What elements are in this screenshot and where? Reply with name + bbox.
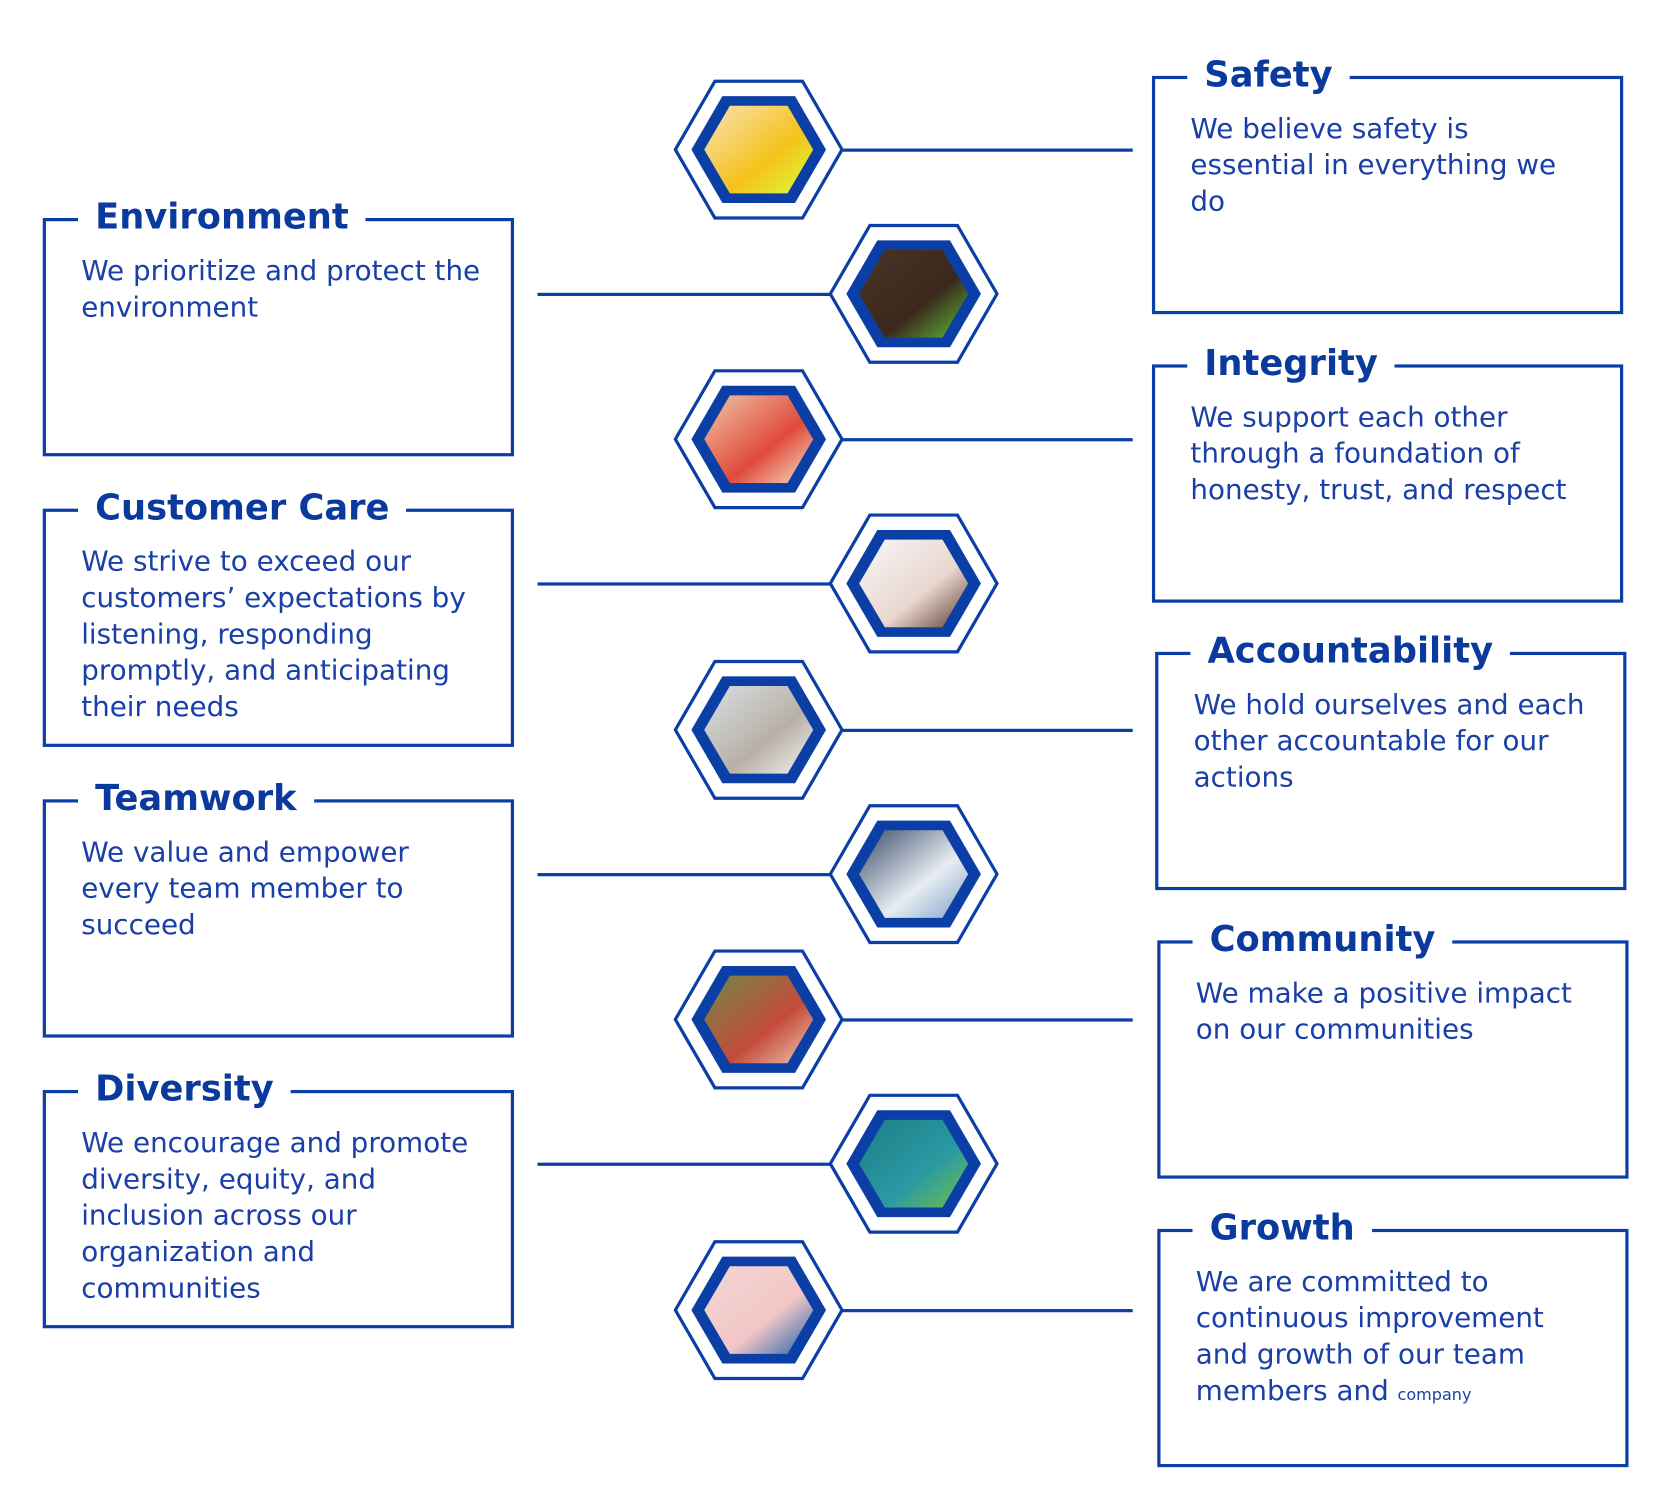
connector-line	[842, 728, 1133, 732]
plant-in-hands-hex-icon	[828, 223, 999, 364]
card-description: We believe safety is essential in everyt…	[1190, 113, 1557, 218]
documents-hex-icon	[673, 659, 844, 800]
value-card-customer-care: Customer Care We strive to exceed our cu…	[42, 486, 514, 747]
family-hex-icon	[673, 949, 844, 1090]
card-description: We prioritize and protect the environmen…	[81, 255, 481, 324]
card-description: We make a positive impact on our communi…	[1195, 977, 1572, 1047]
growth-chart-hex-icon	[673, 1240, 844, 1381]
card-description: We are committed to continuous improveme…	[1196, 1264, 1604, 1413]
connector-line	[537, 1162, 834, 1166]
card-title: Diversity	[78, 1067, 291, 1111]
value-card-accountability: Accountability We hold ourselves and eac…	[1155, 629, 1627, 891]
card-description-small: company	[1397, 1384, 1472, 1405]
support-agent-hex-icon	[828, 513, 999, 654]
card-description: We support each other through a foundati…	[1190, 401, 1567, 507]
card-description: We strive to exceed our customers’ expec…	[81, 546, 466, 724]
connector-line	[537, 582, 834, 586]
card-title: Teamwork	[78, 776, 314, 820]
card-title: Customer Care	[78, 486, 407, 529]
card-title: Community	[1192, 917, 1453, 961]
card-description: We value and empower every team member t…	[81, 836, 409, 942]
card-title: Environment	[78, 195, 366, 239]
card-description-main: We are committed to continuous improveme…	[1195, 1266, 1544, 1408]
card-description: We hold ourselves and each other account…	[1193, 689, 1585, 794]
card-title: Growth	[1192, 1206, 1372, 1250]
value-card-growth: Growth We are committed to continuous im…	[1157, 1206, 1629, 1468]
connector-line	[537, 873, 834, 877]
connector-line	[842, 148, 1133, 152]
value-card-environment: Environment We prioritize and protect th…	[42, 195, 514, 457]
value-card-diversity: Diversity We encourage and promote diver…	[42, 1067, 514, 1329]
connector-line	[842, 1309, 1133, 1313]
team-hands-hex-icon	[828, 804, 999, 945]
people-circle-hex-icon	[673, 369, 844, 510]
card-title: Accountability	[1190, 629, 1511, 673]
card-description: We encourage and promote diversity, equi…	[81, 1127, 469, 1305]
globe-people-hex-icon	[828, 1093, 999, 1234]
card-title: Integrity	[1187, 341, 1395, 385]
value-card-safety: Safety We believe safety is essential in…	[1151, 53, 1624, 315]
connector-line	[842, 438, 1133, 442]
safety-gear-hex-icon	[673, 79, 844, 220]
value-card-integrity: Integrity We support each other through …	[1151, 341, 1624, 603]
value-card-community: Community We make a positive impact on o…	[1157, 917, 1629, 1179]
connector-line	[537, 292, 834, 297]
card-title: Safety	[1187, 53, 1350, 97]
connector-line	[842, 1018, 1133, 1022]
value-card-teamwork: Teamwork We value and empower every team…	[42, 776, 514, 1038]
